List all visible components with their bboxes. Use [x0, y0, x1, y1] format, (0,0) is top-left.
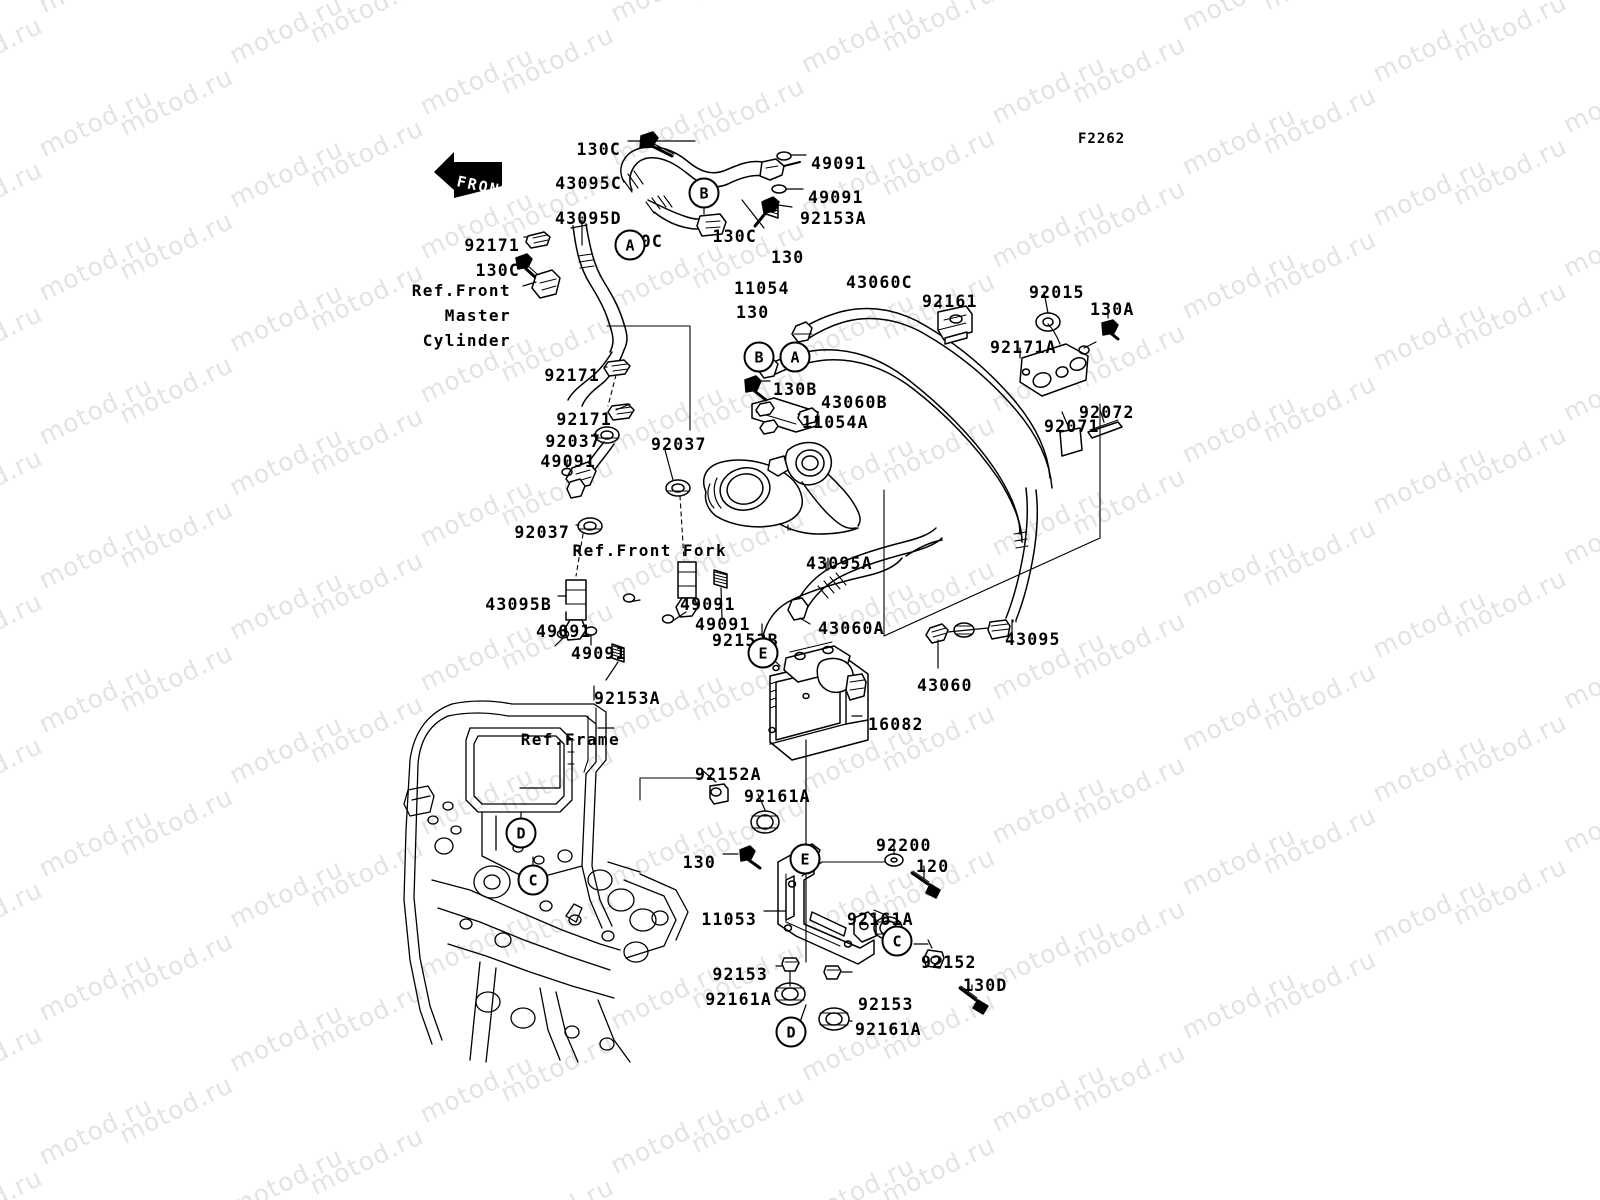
- part-number-label: 43060C: [846, 273, 913, 292]
- reference-line: Ref.Front Fork: [572, 541, 727, 560]
- part-number-label: 130B: [773, 380, 818, 399]
- part-number-label: 49091: [680, 595, 736, 614]
- part-number-label: 92161A: [847, 910, 914, 929]
- reference-line: Master: [444, 305, 511, 325]
- part-number-label: 92037: [545, 432, 601, 451]
- part-number-label: 92153A: [594, 689, 661, 708]
- callout-circle: B: [743, 341, 775, 373]
- part-number-label: 11053: [701, 910, 757, 929]
- part-number-label: 43060A: [818, 619, 885, 638]
- part-number-label: 130C: [576, 140, 621, 159]
- part-number-label: 49091: [808, 188, 864, 207]
- part-number-label: 130: [682, 853, 716, 872]
- part-number-label: 130C: [475, 261, 520, 280]
- part-number-label: 130: [771, 248, 805, 267]
- reference-line: Ref.Frame: [520, 730, 620, 749]
- callout-circle: E: [789, 843, 821, 875]
- part-number-label: 92037: [651, 435, 707, 454]
- callout-circle: A: [779, 341, 811, 373]
- part-number-label: 92153: [858, 995, 914, 1014]
- part-number-label: 92200: [876, 836, 932, 855]
- callout-circle: E: [747, 637, 779, 669]
- part-number-label: 92072: [1079, 403, 1135, 422]
- part-number-label: 92171A: [990, 338, 1057, 357]
- part-number-label: 49091: [536, 622, 592, 641]
- part-number-label: 92152: [921, 953, 977, 972]
- callout-circle: D: [505, 817, 537, 849]
- part-number-label: 43095C: [555, 174, 622, 193]
- front-direction-marker: FRONT: [434, 152, 504, 201]
- part-number-label: 92071: [1044, 417, 1100, 436]
- part-number-label: 43095: [1005, 630, 1061, 649]
- part-number-label: 92161A: [744, 787, 811, 806]
- part-number-label: 43060B: [821, 393, 888, 412]
- part-number-label: 43095A: [806, 554, 873, 573]
- part-number-label: 130: [736, 303, 770, 322]
- callout-circle: D: [775, 1016, 807, 1048]
- reference-line: Cylinder: [422, 330, 511, 350]
- reference-line: Ref.Front: [411, 281, 511, 300]
- part-number-label: 11054A: [802, 413, 869, 432]
- part-number-label: 49091: [571, 644, 627, 663]
- part-number-label: 130D: [963, 976, 1008, 995]
- callout-circle: C: [881, 925, 913, 957]
- part-number-label: 92171: [464, 236, 520, 255]
- part-number-label: 43060: [917, 676, 973, 695]
- part-number-label: 92161A: [855, 1020, 922, 1039]
- ref-frame: Ref.Frame: [521, 728, 620, 753]
- diagram-code: F2262: [1078, 131, 1126, 147]
- part-number-label: 92153A: [800, 209, 867, 228]
- part-number-label: 92037: [514, 523, 570, 542]
- part-number-label: 92153: [712, 965, 768, 984]
- part-number-label: 92015: [1029, 283, 1085, 302]
- part-number-label: 11054: [734, 279, 790, 298]
- part-number-label: 16082: [868, 715, 924, 734]
- part-number-label: 120: [916, 857, 950, 876]
- part-number-label: 49091: [811, 154, 867, 173]
- callout-circle: A: [614, 229, 646, 261]
- part-number-label: 92171: [544, 366, 600, 385]
- part-number-label: 92161: [922, 292, 978, 311]
- part-number-label: 92161A: [705, 990, 772, 1009]
- part-number-label: 130C: [712, 227, 757, 246]
- part-number-label: 43095D: [555, 209, 622, 228]
- part-number-label: 92152A: [695, 765, 762, 784]
- part-number-label: 49091: [540, 452, 596, 471]
- callout-circle: B: [688, 177, 720, 209]
- part-number-label: 92171: [556, 410, 612, 429]
- part-number-label: 43095B: [485, 595, 552, 614]
- part-number-label: 130A: [1090, 300, 1135, 319]
- part-number-label: 49091: [695, 615, 751, 634]
- callout-circle: C: [517, 864, 549, 896]
- ref-front-fork: Ref.Front Fork: [573, 539, 727, 564]
